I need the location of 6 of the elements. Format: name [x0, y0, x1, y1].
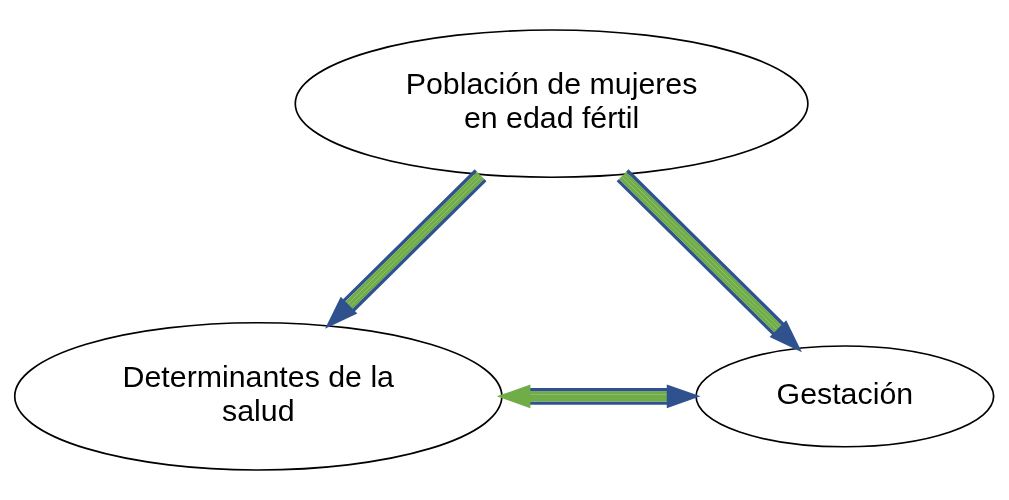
arrow [616, 169, 802, 353]
arrow [496, 384, 701, 409]
arrow [325, 169, 487, 329]
node-ellipse: Determinantes de la salud [13, 321, 503, 471]
node-ellipse: Gestación [695, 345, 995, 448]
node-ellipse: Población de mujeres en edad fértil [294, 29, 809, 179]
